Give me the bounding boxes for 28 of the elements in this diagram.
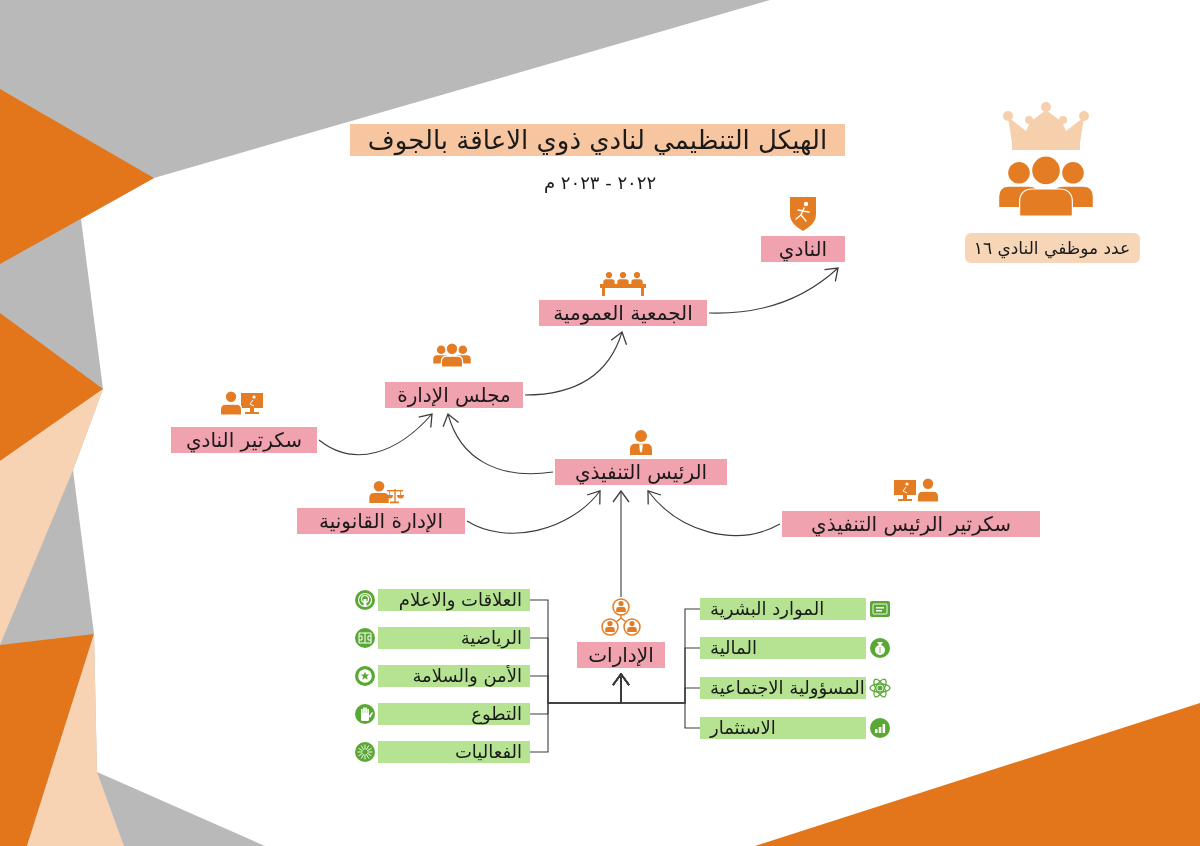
title: الهيكل التنظيمي لنادي ذوي الاعاقة بالجوف bbox=[350, 124, 845, 156]
department-box: الرياضية bbox=[378, 627, 530, 649]
position-box: مجلس الإدارة bbox=[385, 382, 523, 408]
arrow bbox=[443, 413, 554, 475]
staff-count-box: عدد موظفي النادي ١٦ bbox=[964, 233, 1140, 263]
arrow bbox=[318, 413, 433, 456]
year-label: ٢٠٢٢ - ٢٠٢٣ م bbox=[543, 171, 657, 195]
arrow bbox=[612, 673, 701, 729]
department-box: الأمن والسلامة bbox=[378, 665, 530, 687]
department-box: المالية bbox=[700, 637, 866, 659]
arrow bbox=[708, 267, 839, 314]
department-box: الفعاليات bbox=[378, 741, 530, 763]
department-box: المسؤولية الاجتماعية bbox=[700, 677, 866, 699]
department-box: الاستثمار bbox=[700, 717, 866, 739]
position-box: سكرتير النادي bbox=[171, 427, 317, 453]
department-box: الموارد البشرية bbox=[700, 598, 866, 620]
position-box: الإدارات bbox=[577, 642, 665, 668]
arrow bbox=[466, 490, 601, 534]
position-box: النادي bbox=[761, 236, 845, 262]
arrow bbox=[524, 331, 627, 396]
arrow bbox=[647, 490, 781, 536]
position-box: الرئيس التنفيذي bbox=[555, 459, 727, 485]
position-box: سكرتير الرئيس التنفيذي bbox=[782, 511, 1040, 537]
department-box: العلاقات والاعلام bbox=[378, 589, 530, 611]
arrow bbox=[612, 490, 630, 598]
department-box: التطوع bbox=[378, 703, 530, 725]
position-box: الإدارة القانونية bbox=[297, 508, 465, 534]
position-box: الجمعية العمومية bbox=[539, 300, 707, 326]
